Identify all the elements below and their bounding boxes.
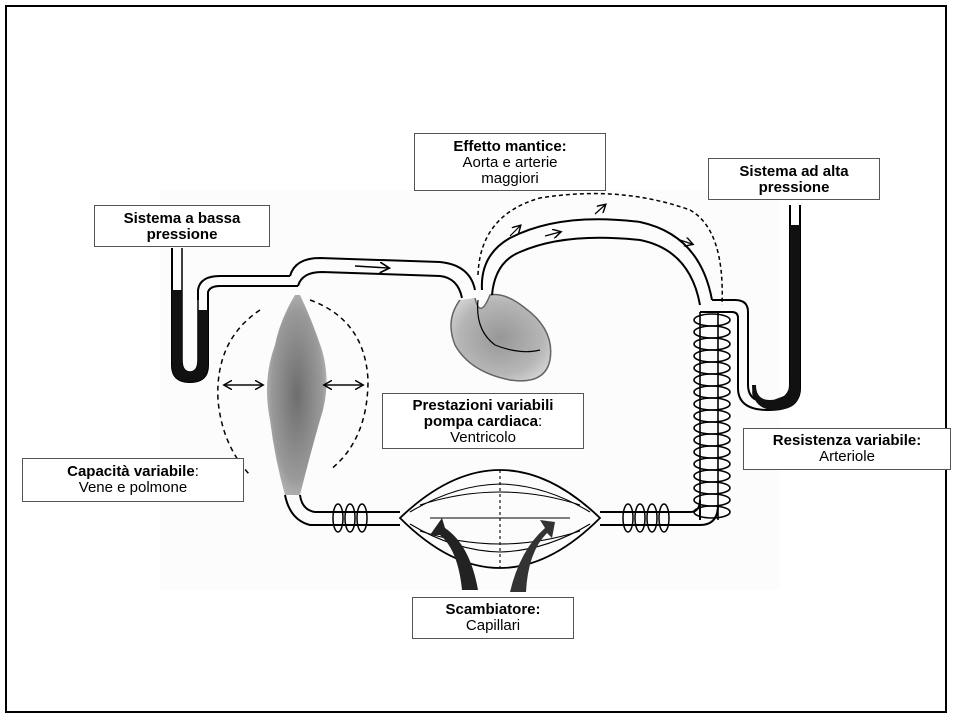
alta-pressione-title-1: Sistema ad alta	[709, 164, 879, 180]
scambiatore-sub: Capillari	[413, 618, 573, 634]
effetto-mantice-sub-2: maggiori	[415, 171, 605, 187]
alta-pressione-label: Sistema ad alta pressione	[708, 158, 880, 200]
alta-pressione-title-2: pressione	[709, 180, 879, 196]
pompa-title-1: Prestazioni variabili	[383, 398, 583, 414]
resistenza-title: Resistenza variabile:	[744, 433, 950, 449]
scambiatore-title: Scambiatore:	[413, 602, 573, 618]
pompa-title-2: pompa cardiaca	[424, 413, 538, 430]
capacita-separator: :	[195, 463, 199, 480]
resistenza-label: Resistenza variabile: Arteriole	[743, 428, 951, 470]
bassa-pressione-title-1: Sistema a bassa	[95, 211, 269, 227]
capacita-title: Capacità variabile	[67, 463, 195, 480]
effetto-mantice-label: Effetto mantice: Aorta e arterie maggior…	[414, 133, 606, 191]
resistenza-sub: Arteriole	[744, 449, 950, 465]
capacita-sub: Vene e polmone	[23, 480, 243, 496]
capacita-label: Capacità variabile: Vene e polmone	[22, 458, 244, 502]
scambiatore-label: Scambiatore: Capillari	[412, 597, 574, 639]
background-speckle	[160, 190, 780, 590]
pompa-sub: Ventricolo	[383, 430, 583, 446]
pompa-separator: :	[538, 413, 542, 430]
pompa-cardiaca-label: Prestazioni variabili pompa cardiaca: Ve…	[382, 393, 584, 449]
bassa-pressione-label: Sistema a bassa pressione	[94, 205, 270, 247]
bassa-pressione-title-2: pressione	[95, 227, 269, 243]
effetto-mantice-title: Effetto mantice:	[415, 139, 605, 155]
effetto-mantice-sub-1: Aorta e arterie	[415, 155, 605, 171]
